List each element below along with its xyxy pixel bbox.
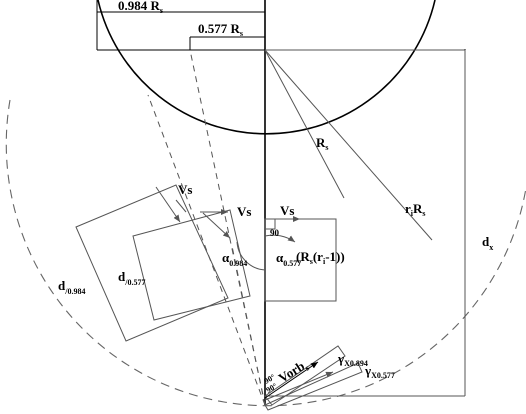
ray-short xyxy=(231,245,266,406)
vs-mid-arrow xyxy=(202,212,231,239)
right-angle-mark xyxy=(265,219,276,230)
d-0577-label: d/0.577 xyxy=(118,269,145,287)
vs-left-arrow-2 xyxy=(175,199,187,213)
alpha-0984-label: α0.984 xyxy=(222,250,247,268)
vs-left-label: Vs xyxy=(178,182,192,197)
gamma-0894-label: γX0.894 xyxy=(337,351,368,368)
dim-0984-label: 0.984 Rs xyxy=(118,0,163,15)
ri-rs-label: riRs xyxy=(405,201,426,218)
alpha-0984-arc xyxy=(236,241,266,271)
vorb-arrow-2 xyxy=(264,371,334,401)
vs-mid-label: Vs xyxy=(237,204,251,219)
d-0984-label: d/0.984 xyxy=(58,278,85,296)
d-0984-box xyxy=(75,184,229,342)
rotor-circle xyxy=(97,0,436,135)
rs-label: Rs xyxy=(316,135,329,152)
ray-from-origin-0577 xyxy=(189,49,266,406)
angle-90-label: 90 xyxy=(270,228,280,238)
dx-label: dx xyxy=(482,234,493,252)
rs-ri-minus-1-box xyxy=(264,218,337,302)
radius-rs-line xyxy=(264,49,345,199)
rs-ri-minus-1-label: (Rs(ri-1)) xyxy=(296,249,345,266)
dim-0577-label: 0.577 Rs xyxy=(198,21,243,38)
alpha-0577-label: α0.577 xyxy=(276,250,301,268)
d-0577-box xyxy=(132,209,251,321)
vs-left-arrow xyxy=(155,186,181,223)
gamma-0577-label: γX0.577 xyxy=(364,363,395,380)
alpha-0577-arc xyxy=(264,234,296,243)
outer-dashed-circle xyxy=(5,99,526,407)
radius-ri-rs-line xyxy=(264,49,433,241)
ray-from-origin-0984 xyxy=(147,94,266,406)
vs-right-label: Vs xyxy=(280,203,294,218)
vorb-arrow xyxy=(264,361,319,399)
